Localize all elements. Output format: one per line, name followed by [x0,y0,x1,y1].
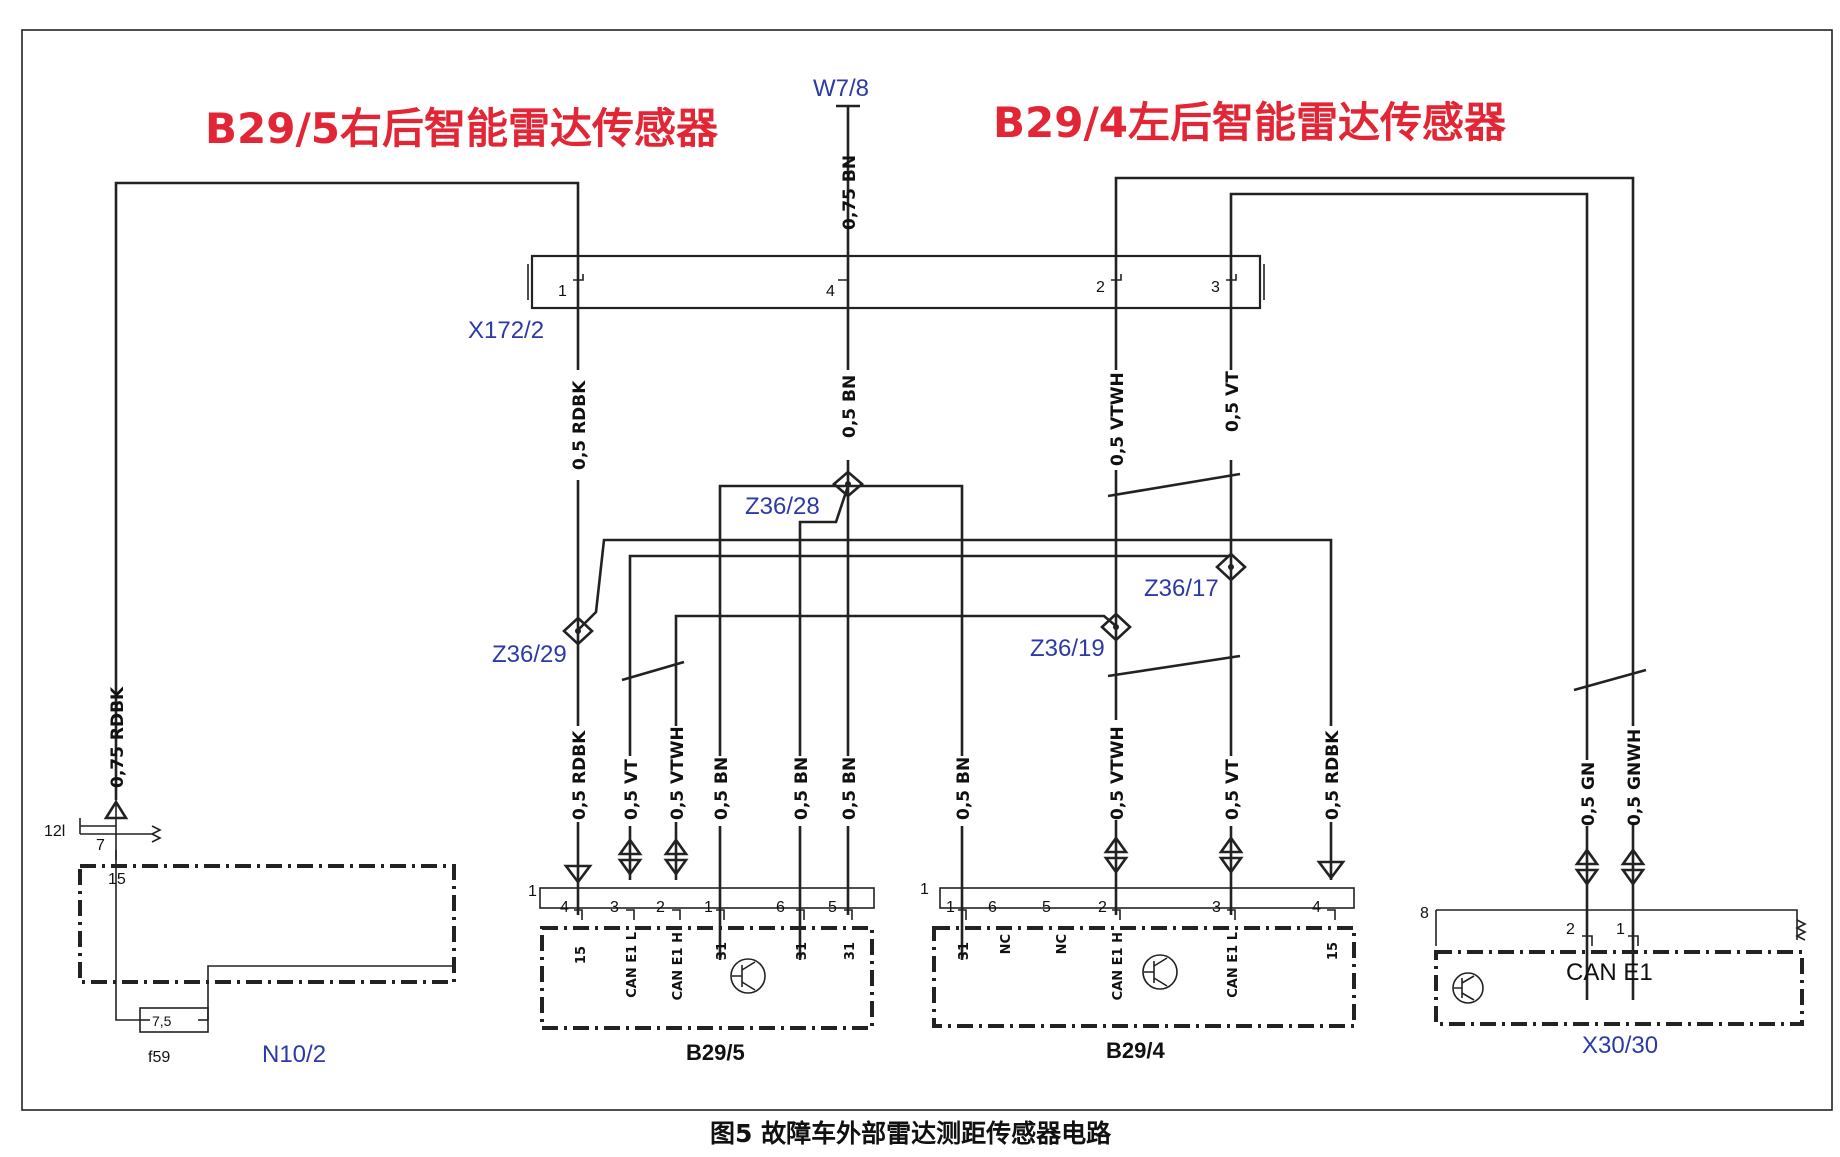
n10-2-label: N10/2 [262,1041,326,1068]
left-sensor-title: B29/4左后智能雷达传感器 [993,98,1507,147]
svg-text:1: 1 [920,881,929,898]
svg-text:3: 3 [610,899,619,916]
splice-z36-28 [832,470,864,498]
connector-x172-2-box [530,254,1262,310]
svg-text:15: 15 [574,946,589,964]
ground-w7-8-label: W7/8 [813,75,869,102]
b29-4-module [932,926,1356,1028]
svg-text:0,5 BN: 0,5 BN [840,757,860,820]
svg-text:15: 15 [108,871,126,888]
svg-text:0,5 VTWH: 0,5 VTWH [1108,372,1128,466]
wire-x30-gn [1229,192,1589,1000]
svg-text:15: 15 [1326,942,1341,960]
svg-text:0,5 RDBK: 0,5 RDBK [570,730,590,820]
n10-2-module [78,864,456,984]
svg-text:4: 4 [826,283,835,300]
b29-4-connector [939,887,1355,909]
b29-4-label: B29/4 [1106,1038,1165,1063]
x30-30-module [1434,950,1804,1026]
svg-text:1: 1 [528,883,537,900]
svg-text:4: 4 [560,899,569,916]
svg-text:2: 2 [1098,899,1107,916]
svg-text:1: 1 [704,899,713,916]
svg-text:3: 3 [1212,899,1221,916]
splice-z36-17-label: Z36/17 [1144,575,1219,602]
splice-z36-28-label: Z36/28 [745,493,820,520]
svg-text:CAN E1 L: CAN E1 L [1226,932,1241,998]
svg-text:31: 31 [957,942,972,960]
svg-text:CAN E1 H: CAN E1 H [1111,932,1126,1000]
svg-text:0,75 RDBK: 0,75 RDBK [108,686,128,788]
svg-text:0,5 RDBK: 0,5 RDBK [1323,730,1343,820]
svg-text:31: 31 [715,942,730,960]
svg-text:6: 6 [776,899,785,916]
svg-text:0,5 VTWH: 0,5 VTWH [1108,726,1128,820]
splice-z36-29-label: Z36/29 [492,641,567,668]
splice-z36-19-label: Z36/19 [1030,635,1105,662]
svg-text:CAN E1 H: CAN E1 H [671,932,686,1000]
svg-text:31: 31 [795,942,810,960]
svg-text:3: 3 [1211,279,1220,296]
svg-text:0,5 BN: 0,5 BN [954,757,974,820]
wire-n10-rdbk [114,181,580,800]
connector-x172-2-label: X172/2 [468,317,544,344]
svg-text:2: 2 [1566,921,1575,938]
fuse-f59 [139,1007,209,1033]
wire-ground-bus [718,484,964,960]
b29-5-label: B29/5 [686,1040,745,1065]
svg-text:2: 2 [1096,279,1105,296]
svg-text:NC: NC [1055,934,1070,954]
svg-text:1: 1 [558,283,567,300]
splice-z36-17 [1215,552,1247,582]
can-e1-label: CAN E1 [1566,959,1653,986]
x30-30-connector [1436,909,1798,940]
splice-z36-19 [1100,612,1132,642]
wire-ground-b295-pin6 [798,485,850,960]
svg-text:0,5 VT: 0,5 VT [1223,759,1243,820]
svg-text:7,5: 7,5 [152,1013,172,1029]
transistor-icon [730,958,766,994]
svg-text:5: 5 [828,899,837,916]
connector-arrows [103,799,1646,887]
svg-text:0,5 VTWH: 0,5 VTWH [668,726,688,820]
svg-text:CAN E1 L: CAN E1 L [625,932,640,998]
svg-text:31: 31 [843,942,858,960]
svg-text:5: 5 [1042,899,1051,916]
svg-text:1: 1 [946,899,955,916]
svg-text:0,5 BN: 0,5 BN [840,375,860,438]
svg-text:0,5 BN: 0,5 BN [712,757,732,820]
right-sensor-title: B29/5右后智能雷达传感器 [205,104,719,153]
b29-5-module [540,926,874,1030]
svg-text:1: 1 [1616,921,1625,938]
svg-text:0,5 VT: 0,5 VT [1223,371,1243,432]
figure-caption: 图5 故障车外部雷达测距传感器电路 [710,1119,1112,1148]
svg-text:8: 8 [1420,905,1429,922]
svg-text:2: 2 [656,899,665,916]
svg-text:NC: NC [999,934,1014,954]
wire-rdbk-b294 [577,538,1333,880]
fuse-f59-label: f59 [148,1049,170,1066]
svg-text:7: 7 [96,837,105,854]
svg-text:4: 4 [1312,899,1321,916]
splice-z36-29 [562,616,594,646]
transistor-icon [1142,954,1178,990]
wire-x30-gnwh [1114,176,1635,1000]
svg-text:12l: 12l [44,823,65,840]
svg-text:0,5 RDBK: 0,5 RDBK [570,380,590,470]
svg-text:0,75 BN: 0,75 BN [840,155,860,230]
svg-text:6: 6 [988,899,997,916]
x30-30-label: X30/30 [1582,1032,1658,1059]
transistor-icon [1452,972,1484,1004]
svg-text:0,5 VT: 0,5 VT [622,759,642,820]
diagram-frame [21,29,1833,1111]
svg-text:0,5 GN: 0,5 GN [1579,762,1599,826]
n10-2-connector [79,818,162,843]
svg-text:0,5 BN: 0,5 BN [792,757,812,820]
b29-5-connector [539,887,875,909]
svg-text:0,5 GNWH: 0,5 GNWH [1625,729,1645,826]
